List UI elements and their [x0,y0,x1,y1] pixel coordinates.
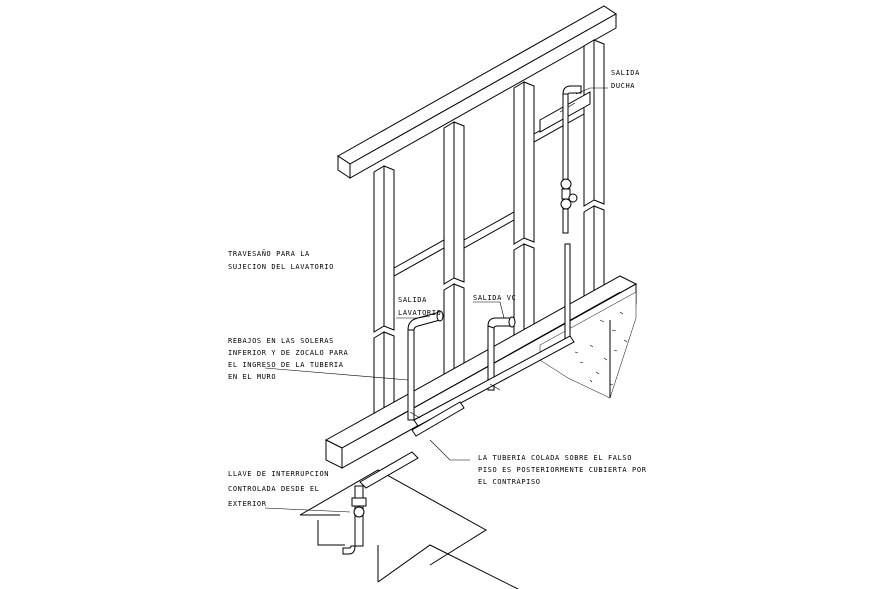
label-salida-lavatorio: SALIDA LAVATORIO [398,296,441,317]
label-salida-vc-line-1: SALIDA VC [473,294,516,302]
label-salida-lavatorio-line-1: SALIDA [398,296,427,304]
top-plate [337,5,617,179]
label-rebajos-line-3: EL INGRESO DE LA TUBERIA [228,361,344,369]
label-rebajos-line-1: REBAJOS EN LAS SOLERAS [228,337,334,345]
label-tuberia-line-2: PISO ES POSTERIORMENTE CUBIERTA POR [478,466,647,474]
label-llave-line-3: EXTERIOR [228,500,267,508]
label-rebajos-line-4: EN EL MURO [228,373,276,381]
label-travesano-line-1: TRAVESAÑO PARA LA [228,249,310,258]
label-salida-ducha-line-1: SALIDA [611,69,640,77]
cross-braces [393,105,585,277]
label-salida-ducha: SALIDA DUCHA [611,69,640,90]
label-salida-lavatorio-line-2: LAVATORIO [398,309,441,317]
leader-lines [264,87,608,513]
label-travesano-line-2: SUJECION DEL LAVATORIO [228,263,334,271]
water-pipes [342,85,582,555]
floor-slab [299,469,520,589]
label-llave-line-1: LLAVE DE INTERRUPCION [228,470,329,478]
label-llave-line-2: CONTROLADA DESDE EL [228,485,319,493]
label-tuberia-line-3: EL CONTRAPISO [478,478,541,486]
label-tuberia: LA TUBERIA COLADA SOBRE EL FALSO PISO ES… [478,454,647,486]
label-llave: LLAVE DE INTERRUPCION CONTROLADA DESDE E… [228,470,329,508]
label-salida-ducha-line-2: DUCHA [611,82,635,90]
label-salida-vc: SALIDA VC [473,294,516,302]
label-travesano: TRAVESAÑO PARA LA SUJECION DEL LAVATORIO [228,249,334,271]
label-rebajos: REBAJOS EN LAS SOLERAS INFERIOR Y DE ZOC… [228,337,349,381]
label-tuberia-line-1: LA TUBERIA COLADA SOBRE EL FALSO [478,454,632,462]
label-rebajos-line-2: INFERIOR Y DE ZOCALO PARA [228,349,349,357]
